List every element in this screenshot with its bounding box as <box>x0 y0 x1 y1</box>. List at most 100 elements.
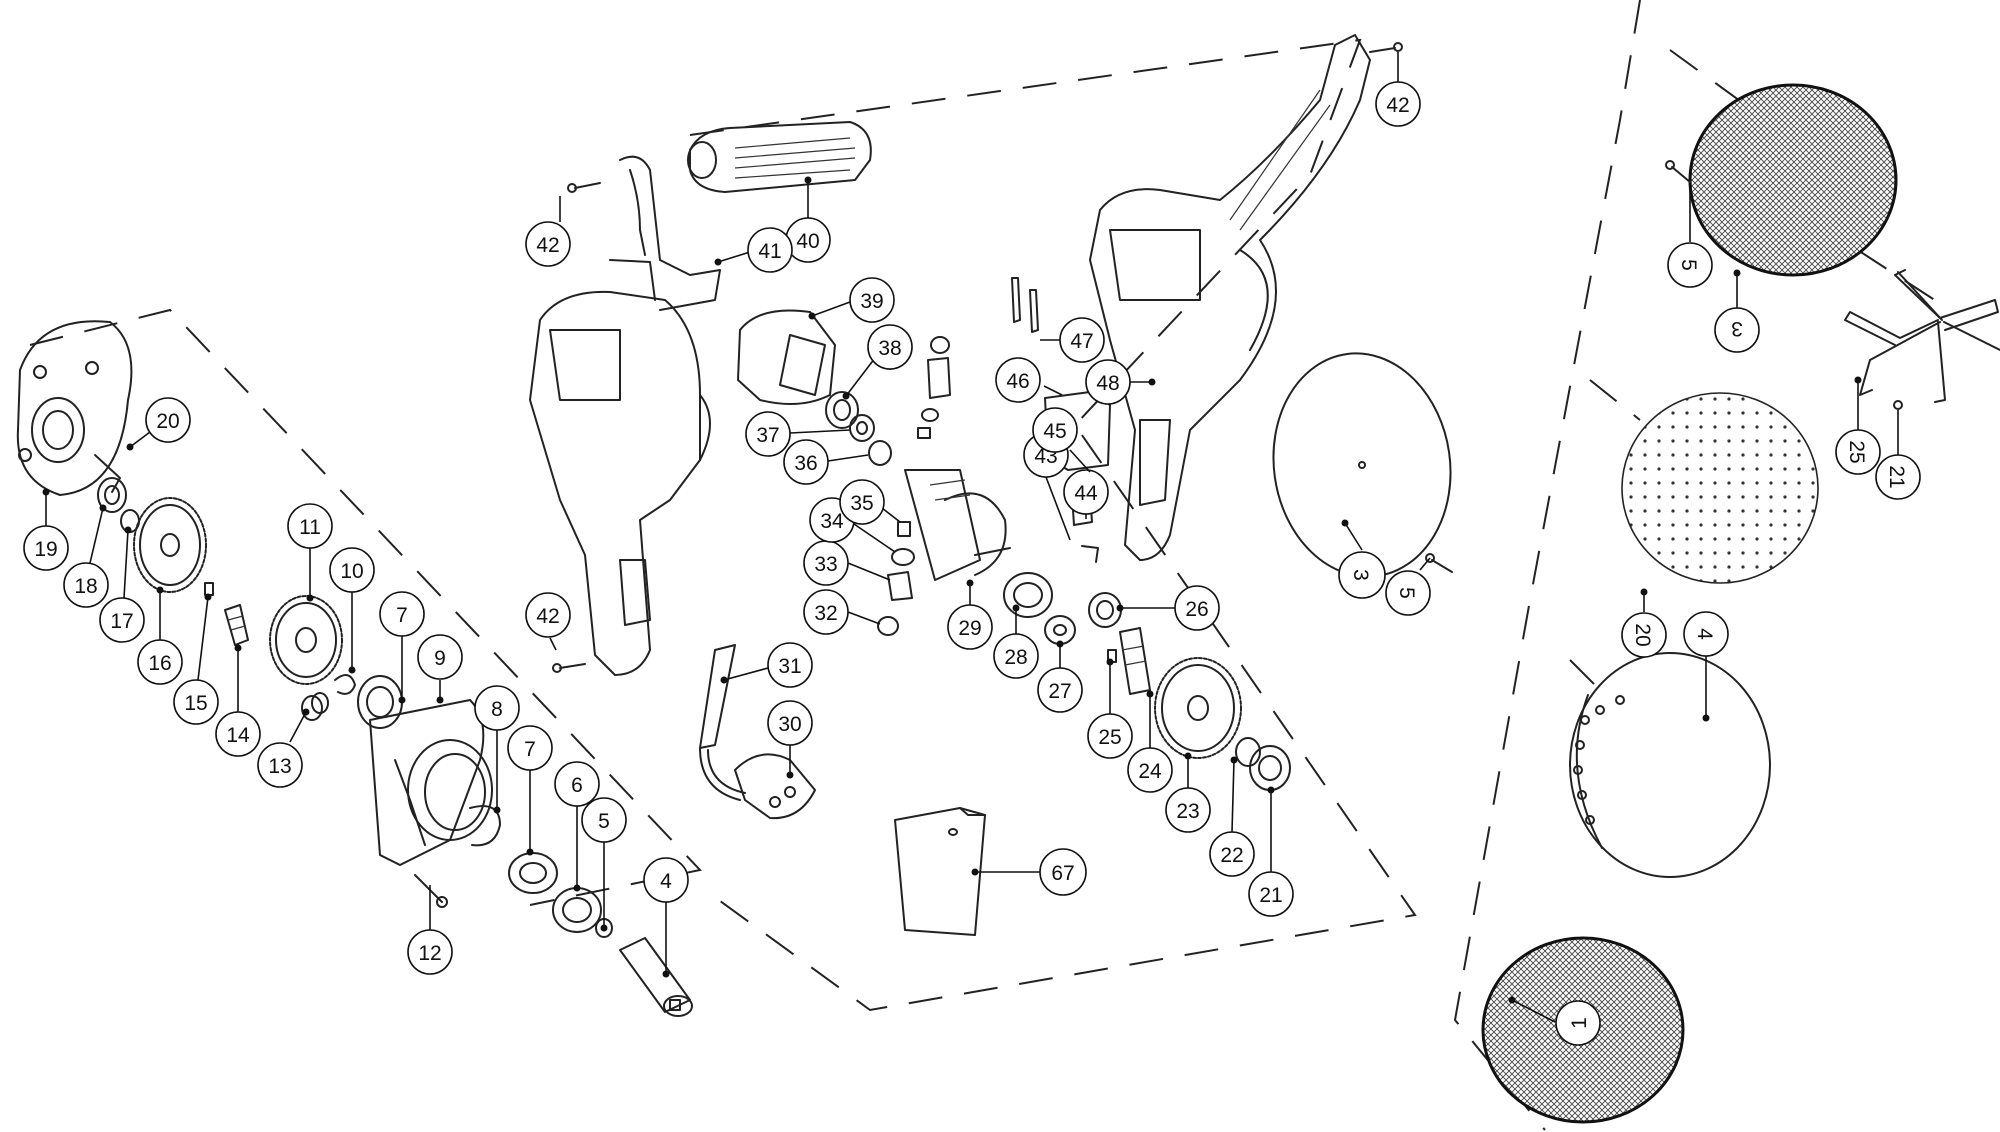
sponge-pad-4 <box>1569 652 1771 878</box>
callout-9: 9 <box>417 634 463 704</box>
screw-5b <box>1425 553 1453 573</box>
callout-21a: 21 <box>1248 786 1294 917</box>
callout-label-40: 40 <box>796 230 819 253</box>
brush-holder-parts <box>917 336 951 439</box>
gear-cover-9 <box>369 699 493 866</box>
callout-label-13: 13 <box>268 755 291 778</box>
gear-23 <box>1154 657 1242 759</box>
callout-label-25a: 25 <box>1098 726 1121 749</box>
callout-19: 19 <box>23 488 69 571</box>
callout-label-22: 22 <box>1220 844 1243 867</box>
callout-45: 45 <box>1032 407 1091 473</box>
callout-38: 38 <box>842 324 913 400</box>
callout-48: 48 <box>1085 359 1156 405</box>
callout-label-32: 32 <box>814 602 837 625</box>
mesh-pad-3 <box>1688 83 1898 277</box>
bearing-28 <box>1003 572 1053 618</box>
screw-21b <box>1893 400 1903 410</box>
callout-12: 12 <box>407 885 453 975</box>
screw-12 <box>414 874 448 908</box>
callout-label-29: 29 <box>958 617 981 640</box>
spindle-4 <box>619 937 693 1017</box>
callout-4-sponge: 4 <box>1683 611 1729 722</box>
callout-3-disc: 3 <box>1338 519 1386 599</box>
callout-5-left: 5 <box>581 797 627 932</box>
switch-parts-47 <box>1011 277 1039 333</box>
callout-label-44: 44 <box>1074 482 1098 505</box>
callout-31: 31 <box>720 642 813 688</box>
callout-6: 6 <box>554 761 600 892</box>
callout-37: 37 <box>745 411 851 457</box>
washer-26 <box>1088 592 1122 628</box>
callout-42c: 42 <box>525 592 571 651</box>
grip-40 <box>687 121 872 193</box>
callout-26: 26 <box>1116 585 1220 631</box>
callout-label-8: 8 <box>491 698 503 721</box>
housing-half-48 <box>1089 34 1371 561</box>
callout-15: 15 <box>173 593 219 725</box>
shaft-24 <box>1119 627 1151 695</box>
callout-36: 36 <box>783 439 869 485</box>
callout-44: 44 <box>1063 469 1109 519</box>
callout-21b: 21 <box>1875 410 1921 500</box>
callout-label-37: 37 <box>756 424 779 447</box>
callout-3-pad: 3 <box>1714 269 1760 353</box>
callout-14: 14 <box>215 644 261 757</box>
washer-36 <box>868 440 892 466</box>
callout-28: 28 <box>993 604 1039 679</box>
callout-label-4b: 4 <box>1693 628 1716 640</box>
callout-11: 11 <box>287 503 333 602</box>
screw-42b <box>1369 42 1403 53</box>
callout-label-34: 34 <box>820 510 844 533</box>
callout-label-45: 45 <box>1043 420 1066 443</box>
callout-label-24: 24 <box>1138 760 1162 783</box>
washer-27 <box>1044 615 1076 645</box>
callout-label-3b: 3 <box>1731 317 1743 340</box>
callout-4-spindle: 4 <box>643 857 689 978</box>
plug-30 <box>734 753 816 820</box>
callout-label-3a: 3 <box>1349 569 1372 581</box>
callout-label-20a: 20 <box>156 410 179 433</box>
callout-label-7b: 7 <box>524 738 536 761</box>
callout-label-27: 27 <box>1048 680 1071 703</box>
callout-label-25b: 25 <box>1845 440 1868 463</box>
callout-10: 10 <box>329 547 375 674</box>
callout-41: 41 <box>714 227 793 273</box>
screw-42c <box>552 663 586 673</box>
callout-7a: 7 <box>379 591 425 704</box>
callout-35: 35 <box>839 479 901 525</box>
bushing-13 <box>301 692 329 721</box>
callout-5-right: 5 <box>1667 185 1713 288</box>
callout-27: 27 <box>1037 640 1083 713</box>
callout-label-9: 9 <box>434 647 446 670</box>
callout-label-18: 18 <box>74 575 97 598</box>
callout-label-42b: 42 <box>1386 94 1409 117</box>
cap-32 <box>877 616 899 636</box>
callout-label-42c: 42 <box>536 605 559 628</box>
callout-label-5a: 5 <box>598 810 610 833</box>
callout-20a: 20 <box>126 397 191 451</box>
callout-label-1: 1 <box>1568 1017 1591 1029</box>
callout-1: 1 <box>1508 996 1601 1046</box>
callout-47: 47 <box>1040 317 1105 363</box>
cable-31 <box>699 644 746 801</box>
callout-17: 17 <box>99 526 145 643</box>
callout-67: 67 <box>971 848 1087 896</box>
gear-11 <box>269 595 343 685</box>
bearing-21 <box>1249 745 1291 791</box>
bearing-38 <box>825 391 859 429</box>
perforated-pad-20 <box>1621 392 1819 584</box>
alignment-lines <box>29 0 1951 1131</box>
callout-20b: 20 <box>1621 588 1667 658</box>
callout-label-21b: 21 <box>1885 465 1908 488</box>
bearing-7a <box>357 675 403 729</box>
callout-label-6: 6 <box>571 774 583 797</box>
callout-label-38: 38 <box>878 337 901 360</box>
circlip-8 <box>469 805 501 847</box>
gear-16 <box>133 497 207 593</box>
washer-37 <box>849 414 875 442</box>
callout-40: 40 <box>785 176 831 263</box>
callout-label-47: 47 <box>1070 330 1093 353</box>
screw-42a <box>567 182 601 193</box>
